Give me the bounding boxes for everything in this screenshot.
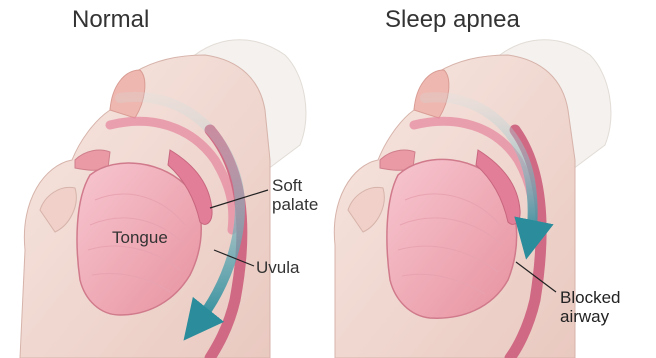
normal-panel-title: Normal	[72, 6, 149, 34]
sleep-apnea-panel-title: Sleep apnea	[385, 6, 520, 34]
uvula-label: Uvula	[256, 258, 299, 277]
tongue-label: Tongue	[112, 228, 168, 247]
blocked-airway-label: Blocked airway	[560, 288, 620, 326]
normal-head	[20, 40, 306, 358]
soft-palate-label: Soft palate	[272, 176, 318, 214]
